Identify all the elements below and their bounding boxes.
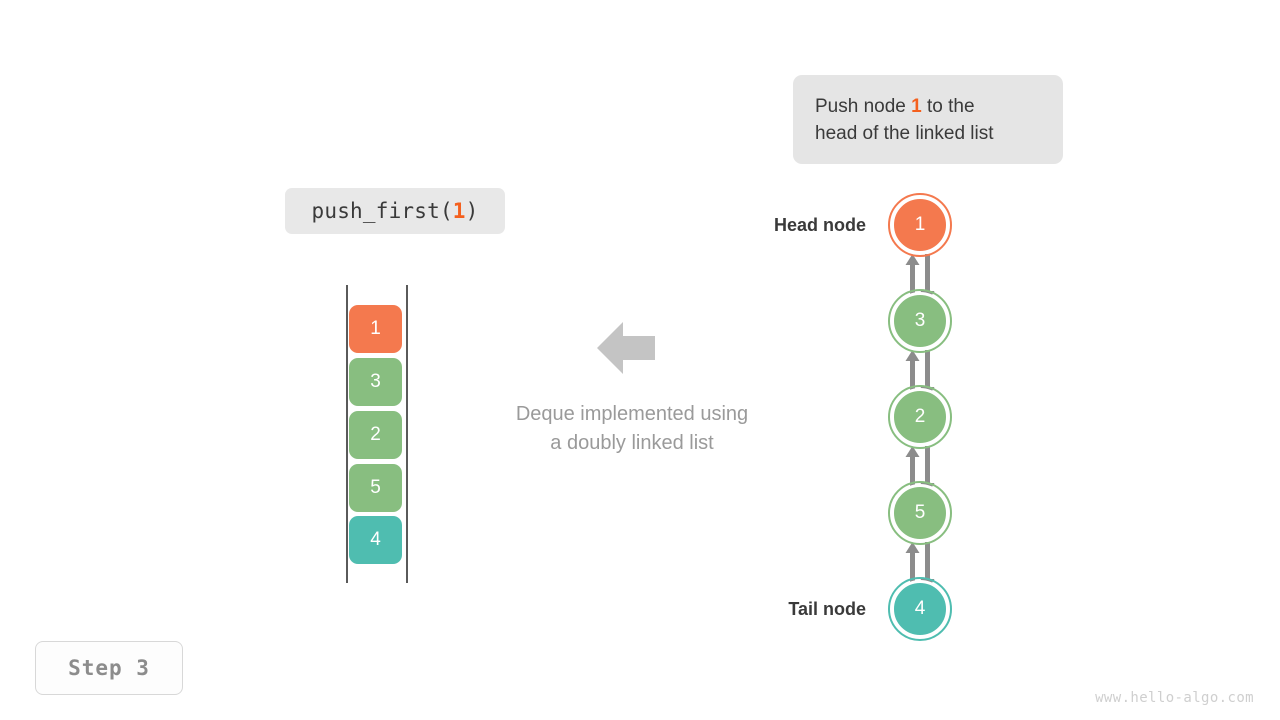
list-node: 5 [891, 484, 949, 542]
callout-bubble: Push node 1 to the head of the linked li… [793, 75, 1063, 164]
stack-cell: 1 [349, 305, 402, 353]
stack-rail-left [346, 285, 348, 583]
code-label-suffix: ) [465, 199, 479, 223]
node-ring [888, 481, 952, 545]
stack-cell: 4 [349, 516, 402, 564]
callout-accent-value: 1 [911, 96, 922, 117]
code-label-push-first: push_first(1) [285, 188, 505, 234]
node-ring [888, 289, 952, 353]
callout-text: Push node 1 to the head of the linked li… [815, 93, 1041, 147]
node-ring [888, 193, 952, 257]
stack-rail-right [406, 285, 408, 583]
stack-cell: 5 [349, 464, 402, 512]
callout-text-after: to the head of the linked list [815, 96, 994, 144]
left-arrow-icon [597, 322, 655, 374]
node-ring [888, 577, 952, 641]
step-badge: Step 3 [35, 641, 183, 695]
callout-text-before: Push node [815, 96, 912, 117]
list-node: 4 [891, 580, 949, 638]
node-ring [888, 385, 952, 449]
watermark: www.hello-algo.com [1095, 690, 1254, 706]
head-node-label: Head node [773, 215, 866, 235]
code-label-prefix: push_first( [311, 199, 453, 223]
list-node: 1 [891, 196, 949, 254]
code-label-argument: 1 [452, 199, 466, 223]
list-node: 3 [891, 292, 949, 350]
stack-cell: 2 [349, 411, 402, 459]
tail-node-label: Tail node [788, 599, 866, 619]
list-node: 2 [891, 388, 949, 446]
stack-cell: 3 [349, 358, 402, 406]
diagram-caption: Deque implemented using a doubly linked … [515, 403, 749, 454]
